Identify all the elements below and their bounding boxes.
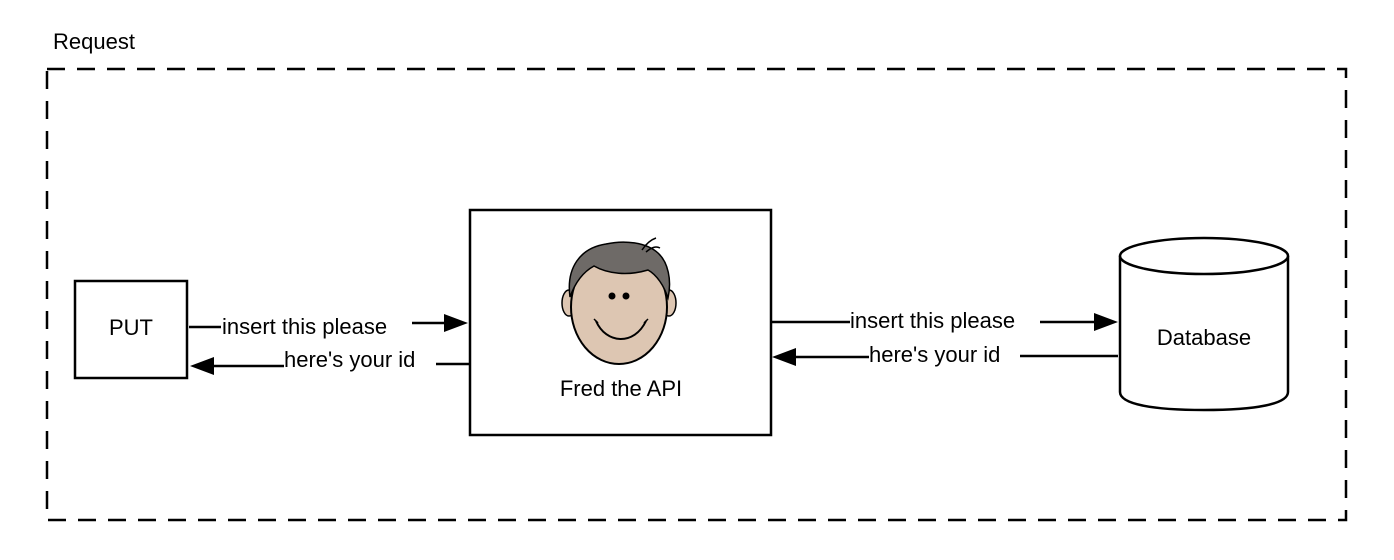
request-group-label: Request [53,29,135,54]
edge-api-to-database: insert this please [772,308,1118,333]
put-box [73,279,189,380]
request-boundary [45,67,1348,522]
api-label: Fred the API [560,376,682,401]
arrowhead [444,314,468,332]
edge-api-to-client: here's your id [190,347,469,375]
edge-label-insert-database: insert this please [850,308,1015,333]
cartoon-face-icon [561,237,677,365]
arrowhead [190,357,214,375]
database-label: Database [1157,325,1251,350]
database-node: Database [1118,236,1290,412]
database-cylinder-body [1118,256,1290,412]
put-label: PUT [109,315,153,340]
api-node: Fred the API [468,208,773,437]
edge-label-id-database: here's your id [869,342,1000,367]
edge-database-to-api: here's your id [772,342,1118,367]
database-cylinder-top [1118,236,1290,276]
arrowhead [1094,313,1118,331]
edge-label-insert-request: insert this please [222,314,387,339]
arrowhead [772,348,796,366]
put-node: PUT [73,279,189,380]
edge-client-to-api: insert this please [189,314,468,339]
edge-label-id-response: here's your id [284,347,415,372]
